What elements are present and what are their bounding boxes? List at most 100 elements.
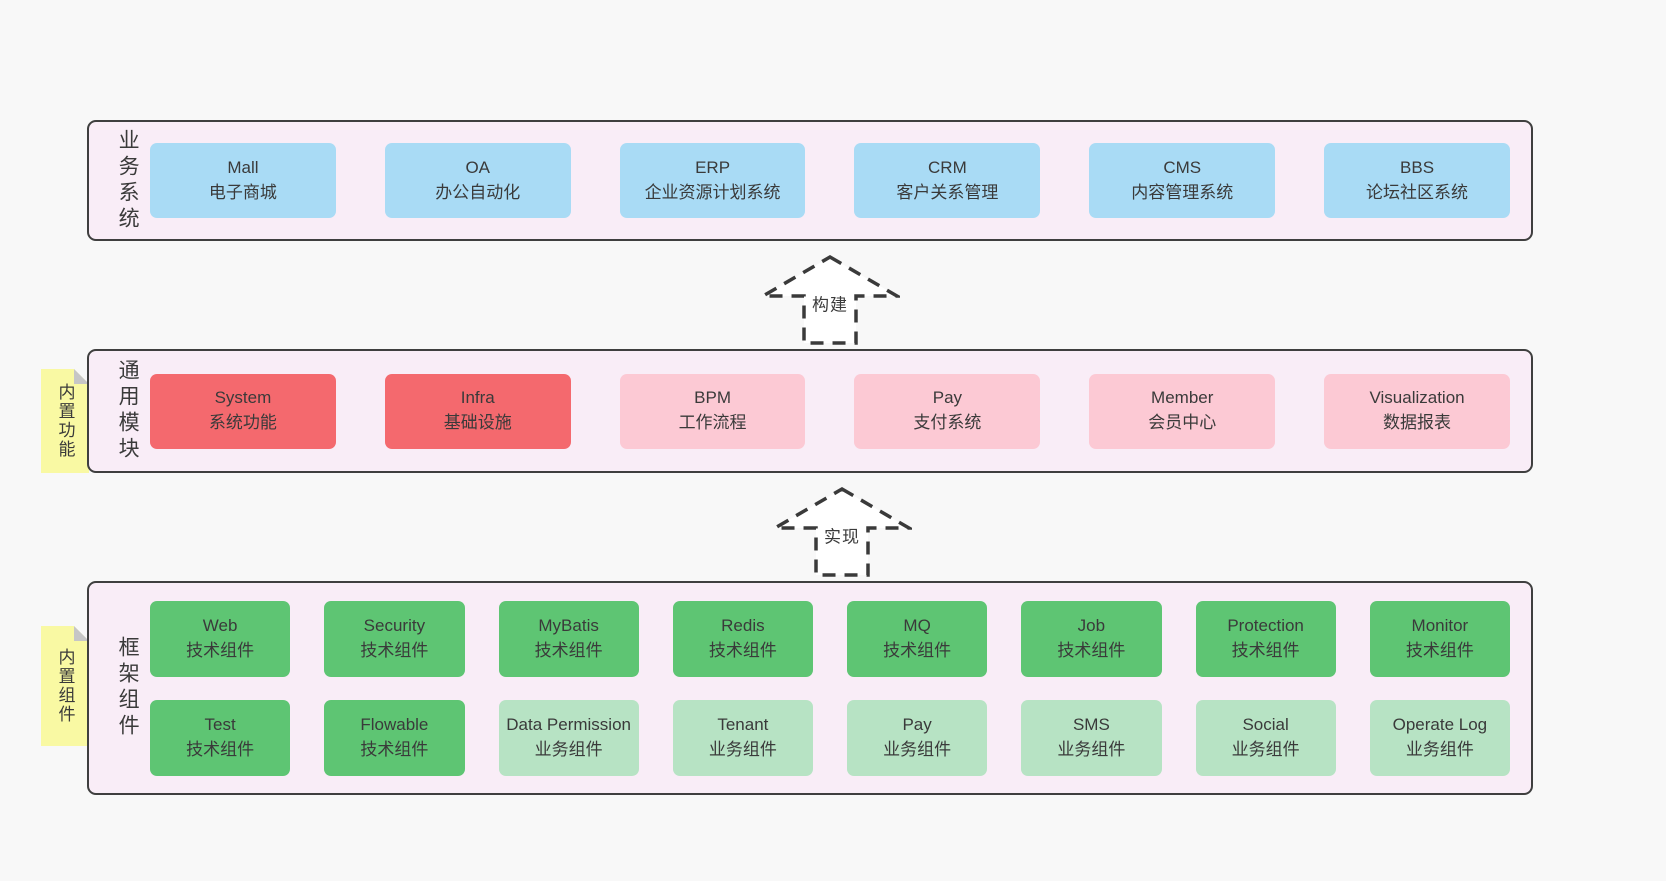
box-subtitle: 技术组件 [186, 739, 255, 759]
section-label-column: 通用模块 [89, 359, 150, 463]
box-title: Monitor [1411, 615, 1469, 635]
box-title: Member [1151, 388, 1214, 408]
box-subtitle: 会员中心 [1148, 413, 1217, 432]
box-member: Member 会员中心 [1089, 373, 1276, 449]
box-crm: CRM 客户关系管理 [854, 143, 1041, 218]
box-oa: OA 办公自动化 [384, 143, 571, 218]
box-title: MQ [903, 615, 931, 635]
box-sms: SMS 业务组件 [1021, 699, 1162, 776]
box-subtitle: 数据报表 [1383, 413, 1452, 432]
box-subtitle: 技术组件 [1405, 640, 1474, 660]
box-mq: MQ 技术组件 [847, 600, 988, 677]
section-label-modules: 通用模块 [116, 359, 140, 463]
section-label-business: 业务系统 [116, 128, 140, 233]
tab-builtin-components-label: 内置组件 [55, 648, 75, 724]
tab-builtin-features-label: 内置功能 [55, 383, 75, 459]
box-subtitle: 技术组件 [1057, 640, 1126, 660]
box-subtitle: 基础设施 [443, 413, 512, 432]
box-title: Test [204, 714, 236, 734]
box-title: Data Permission [506, 714, 631, 734]
box-operate-log: Operate Log 业务组件 [1369, 699, 1510, 776]
box-title: Redis [721, 615, 765, 635]
box-social: Social 业务组件 [1195, 699, 1336, 776]
tab-builtin-features: 内置功能 [41, 369, 89, 473]
box-data-permission: Data Permission 业务组件 [498, 699, 639, 776]
implement-arrow-label: 实现 [821, 521, 863, 549]
box-subtitle: 业务组件 [1231, 739, 1300, 759]
section-label-column: 业务系统 [89, 129, 150, 233]
section-label-column: 框架组件 [89, 636, 150, 740]
box-title: Mall [227, 157, 259, 177]
box-bbs: BBS 论坛社区系统 [1324, 143, 1510, 218]
business-box-row: Mall 电子商城 OA 办公自动化 ERP 企业资源计划系统 CRM 客户关系… [150, 143, 1531, 218]
box-subtitle: 业务组件 [534, 739, 603, 759]
box-subtitle: 技术组件 [186, 640, 255, 660]
box-subtitle: 内容管理系统 [1131, 182, 1234, 202]
box-title: CRM [928, 157, 967, 177]
box-title: BBS [1400, 157, 1435, 177]
common-modules-section: 通用模块 System 系统功能 Infra 基础设施 BPM 工作流程 Pay… [87, 349, 1533, 473]
box-pay-biz: Pay 业务组件 [847, 699, 988, 776]
framework-components-section: 框架组件 Web 技术组件 Security 技术组件 MyBatis 技术组件… [87, 581, 1533, 795]
box-pay: Pay 支付系统 [854, 373, 1041, 449]
box-title: CMS [1163, 157, 1202, 177]
box-subtitle: 技术组件 [360, 739, 429, 759]
box-subtitle: 工作流程 [678, 413, 747, 432]
box-title: Protection [1227, 615, 1304, 635]
box-system: System 系统功能 [150, 373, 336, 449]
tab-builtin-components: 内置组件 [41, 626, 89, 746]
box-visualization: Visualization 数据报表 [1324, 373, 1510, 449]
box-monitor: Monitor 技术组件 [1369, 600, 1510, 677]
box-title: Pay [932, 388, 963, 408]
box-subtitle: 系统功能 [208, 413, 277, 432]
box-infra: Infra 基础设施 [384, 373, 571, 449]
box-title: Infra [460, 388, 495, 408]
box-flowable: Flowable 技术组件 [324, 699, 465, 776]
build-arrow: 构建 [760, 254, 900, 346]
box-subtitle: 电子商城 [208, 182, 277, 202]
box-web: Web 技术组件 [150, 600, 291, 677]
box-mall: Mall 电子商城 [150, 143, 336, 218]
box-subtitle: 支付系统 [913, 413, 982, 432]
box-title: SMS [1072, 714, 1110, 734]
box-test: Test 技术组件 [150, 699, 291, 776]
box-title: MyBatis [538, 615, 599, 635]
box-title: Operate Log [1392, 714, 1488, 734]
box-erp: ERP 企业资源计划系统 [619, 143, 806, 218]
build-arrow-label: 构建 [809, 289, 851, 317]
box-subtitle: 企业资源计划系统 [644, 182, 781, 202]
box-subtitle: 技术组件 [360, 640, 429, 660]
box-subtitle: 业务组件 [883, 739, 952, 759]
box-subtitle: 业务组件 [708, 739, 777, 759]
box-subtitle: 技术组件 [883, 640, 952, 660]
box-subtitle: 技术组件 [1231, 640, 1300, 660]
section-label-components: 框架组件 [116, 636, 140, 740]
box-title: Pay [902, 714, 932, 734]
box-title: ERP [695, 157, 731, 177]
box-bpm: BPM 工作流程 [619, 373, 806, 449]
box-subtitle: 技术组件 [708, 640, 777, 660]
box-redis: Redis 技术组件 [672, 600, 813, 677]
business-systems-section: 业务系统 Mall 电子商城 OA 办公自动化 ERP 企业资源计划系统 CRM… [87, 120, 1533, 241]
implement-arrow: 实现 [772, 486, 912, 578]
box-title: Tenant [717, 714, 769, 734]
modules-box-row: System 系统功能 Infra 基础设施 BPM 工作流程 Pay 支付系统… [150, 373, 1531, 449]
box-subtitle: 论坛社区系统 [1366, 182, 1469, 202]
box-subtitle: 办公自动化 [435, 182, 521, 202]
box-title: Job [1077, 615, 1106, 635]
box-subtitle: 业务组件 [1057, 739, 1126, 759]
box-subtitle: 技术组件 [534, 640, 603, 660]
box-title: Social [1242, 714, 1289, 734]
box-title: OA [465, 157, 491, 177]
box-security: Security 技术组件 [324, 600, 465, 677]
box-title: System [214, 388, 272, 408]
box-subtitle: 客户关系管理 [896, 182, 999, 202]
box-tenant: Tenant 业务组件 [672, 699, 813, 776]
box-protection: Protection 技术组件 [1195, 600, 1336, 677]
box-subtitle: 业务组件 [1405, 739, 1474, 759]
box-title: Flowable [360, 714, 429, 734]
box-title: Visualization [1369, 388, 1465, 408]
box-title: BPM [694, 388, 731, 408]
box-job: Job 技术组件 [1021, 600, 1162, 677]
